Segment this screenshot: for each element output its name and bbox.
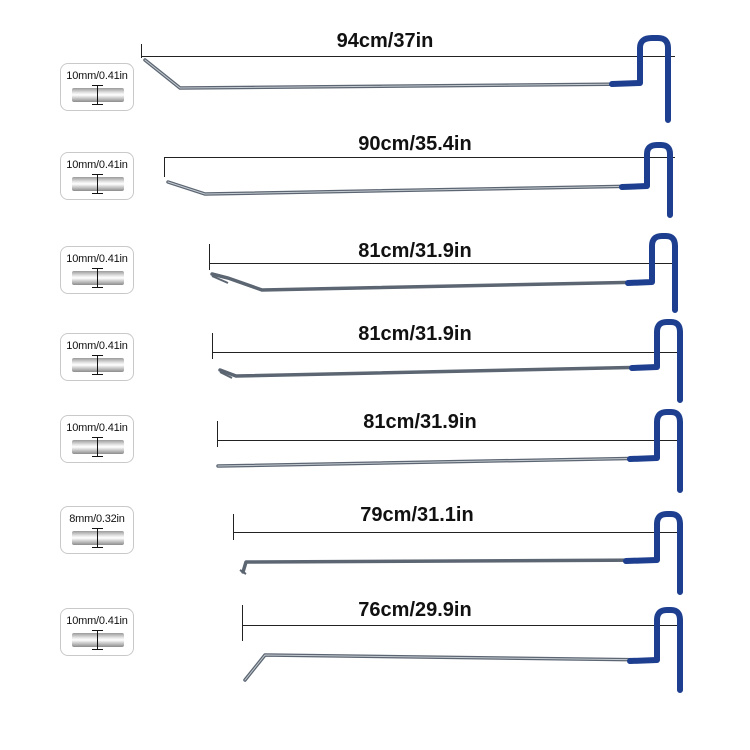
dimension-marker-icon — [92, 85, 103, 105]
diameter-badge: 10mm/0.41in — [60, 415, 134, 463]
length-label: 76cm/29.9in — [358, 599, 472, 621]
diameter-label: 10mm/0.41in — [66, 340, 128, 352]
length-label: 90cm/35.4in — [358, 133, 472, 155]
length-label: 94cm/37in — [336, 30, 434, 52]
diameter-badge: 10mm/0.41in — [60, 63, 134, 111]
length-label: 81cm/31.9in — [358, 240, 472, 262]
diameter-badge: 8mm/0.32in — [60, 506, 134, 554]
rod-highlight — [144, 59, 641, 89]
dimension-marker-icon — [92, 355, 103, 375]
handle-grip — [627, 607, 683, 693]
rod-hook-tip — [239, 569, 247, 575]
rod-sample-icon — [72, 88, 124, 102]
diameter-label: 10mm/0.41in — [66, 70, 128, 82]
measure-tick — [209, 244, 210, 270]
rod-sample-icon — [72, 358, 124, 372]
tool-rod — [243, 607, 683, 693]
measure-tick — [233, 514, 234, 540]
measure-tick — [141, 44, 142, 58]
diameter-label: 10mm/0.41in — [66, 422, 128, 434]
diameter-badge: 10mm/0.41in — [60, 152, 134, 200]
dimension-marker-icon — [92, 528, 103, 548]
diameter-badge: 10mm/0.41in — [60, 333, 134, 381]
length-label: 81cm/31.9in — [358, 323, 472, 345]
length-label: 79cm/31.1in — [360, 504, 474, 526]
handle-grip — [619, 142, 673, 218]
rod-sample-icon — [72, 633, 124, 647]
handle-grip — [623, 511, 683, 595]
dimension-marker-icon — [92, 630, 103, 650]
rod-sample-icon — [72, 531, 124, 545]
rod-highlight — [167, 181, 646, 195]
handle-grip — [625, 233, 678, 313]
diameter-label: 8mm/0.32in — [69, 513, 125, 525]
measure-tick — [242, 605, 243, 641]
measure-line — [141, 56, 675, 57]
tool-rod — [210, 233, 678, 313]
measure-line — [212, 352, 682, 353]
rod-shaft — [166, 180, 647, 196]
diameter-badge: 10mm/0.41in — [60, 246, 134, 294]
tool-rod — [216, 409, 683, 493]
rod-sample-icon — [72, 271, 124, 285]
measure-line — [217, 440, 683, 441]
tool-rod — [143, 35, 671, 123]
measure-line — [209, 263, 675, 264]
measure-tick — [217, 421, 218, 447]
rod-highlight — [217, 457, 656, 467]
tool-rod — [218, 319, 683, 403]
tool-rod — [239, 511, 683, 595]
rod-shaft — [218, 365, 657, 378]
dimension-marker-icon — [92, 174, 103, 194]
rod-shaft — [143, 58, 642, 90]
diameter-label: 10mm/0.41in — [66, 253, 128, 265]
length-label: 81cm/31.9in — [363, 411, 477, 433]
handle-grip — [629, 319, 683, 403]
rod-highlight — [244, 654, 656, 681]
diameter-label: 10mm/0.41in — [66, 615, 128, 627]
rod-shaft — [241, 558, 657, 574]
measure-tick — [164, 157, 165, 177]
handle-grip — [609, 35, 671, 123]
handle-grip — [627, 409, 683, 493]
measure-line — [164, 157, 675, 158]
tool-rod — [166, 142, 673, 218]
measure-tick — [212, 333, 213, 359]
rod-fork-tip — [211, 275, 229, 284]
diameter-label: 10mm/0.41in — [66, 159, 128, 171]
rod-fork-tip — [219, 371, 233, 379]
measure-line — [233, 532, 683, 533]
diameter-badge: 10mm/0.41in — [60, 608, 134, 656]
rod-shaft — [210, 272, 652, 292]
measure-line — [242, 625, 683, 626]
dimension-marker-icon — [92, 437, 103, 457]
rod-sample-icon — [72, 440, 124, 454]
rod-sample-icon — [72, 177, 124, 191]
dimension-marker-icon — [92, 268, 103, 288]
